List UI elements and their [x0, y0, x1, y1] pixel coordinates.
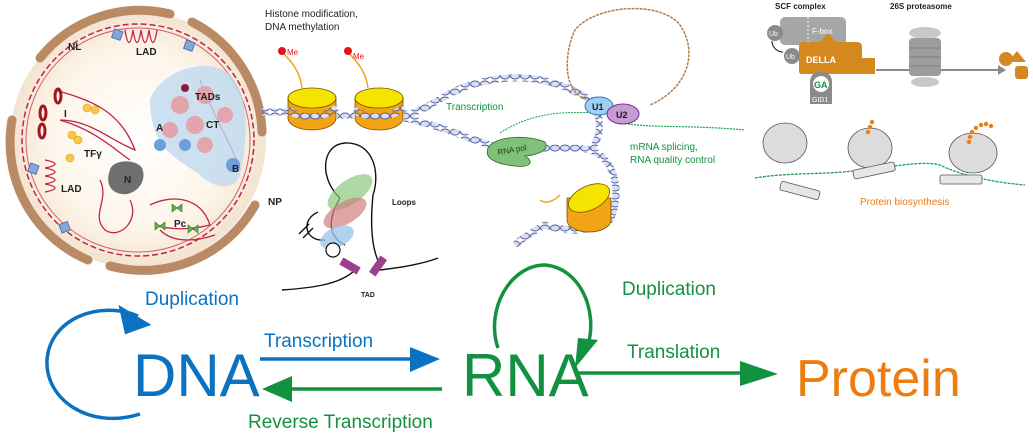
proteasome-title: 26S proteasome [890, 2, 952, 11]
label-pc: Pc [174, 219, 187, 230]
label-tads: TADs [195, 92, 221, 103]
ga-label: GA [814, 80, 828, 90]
degradation-illustration: SCF complex 26S proteasome F-box Ub Ub U… [767, 2, 1028, 104]
nucleosome [285, 87, 339, 131]
splicing-caption-line2: RNA quality control [630, 155, 715, 166]
fbox-label: F-box [812, 27, 832, 36]
reverse-transcription-label: Reverse Transcription [248, 412, 433, 433]
ribosome-translating [939, 121, 998, 185]
della-protein [799, 33, 875, 74]
della-label: DELLA [806, 55, 836, 65]
intron-loop [566, 7, 690, 106]
label-ct: CT [206, 120, 219, 131]
label-np: NP [268, 197, 282, 208]
ribosome-illustration: Protein biosynthesis [754, 119, 1026, 208]
nucleosome [352, 87, 406, 131]
transcription-factors [65, 103, 100, 163]
label-nl: NL [68, 42, 81, 53]
transcription-label: Transcription [264, 331, 373, 352]
svg-text:Ub: Ub [786, 54, 795, 61]
label-n: N [124, 175, 131, 186]
splicing-caption-line1: mRNA splicing, [630, 142, 698, 153]
ribosome-translating [847, 119, 896, 180]
nuclear-pores [27, 28, 196, 234]
label-a: A [156, 123, 163, 134]
nucleus-illustration: NL LAD TADs A CT B I TFγ N LAD Pc NP [5, 5, 282, 275]
splicing-illustration: U1 U2 mRNA splicing, RNA quality control [539, 7, 746, 233]
translation-label: Translation [627, 342, 720, 363]
central-dogma: Duplication DNA Transcription Reverse Tr… [45, 263, 961, 433]
chromosome-territory [150, 65, 246, 187]
protein-biosynthesis-label: Protein biosynthesis [860, 197, 950, 208]
dna-duplication-label: Duplication [145, 289, 239, 310]
protein-label: Protein [796, 350, 961, 408]
u2-snrnp [606, 103, 640, 125]
rna-duplication-label: Duplication [622, 279, 716, 300]
label-i: I [64, 109, 67, 120]
nuclear-lamina [21, 23, 255, 257]
loops-label: Loops [392, 198, 417, 207]
ctcf-blue [320, 225, 354, 249]
proteasome [909, 27, 941, 87]
histone-title-line2: DNA methylation [265, 22, 339, 33]
tad-label: TAD [361, 292, 375, 299]
transcription-label: Transcription [446, 102, 503, 113]
svg-text:Me: Me [287, 48, 299, 57]
methyl-groups: Me Me [278, 47, 369, 89]
scf-title: SCF complex [775, 2, 826, 11]
loop-anchor [325, 242, 341, 258]
ubiquitin [767, 25, 783, 41]
cohesin-green [327, 174, 373, 210]
tad-boundaries [339, 255, 388, 277]
dna-duplication-arrow [45, 308, 141, 420]
ribosome-free [762, 122, 821, 200]
histone-title-line1: Histone modification, [265, 9, 358, 20]
svg-text:U2: U2 [616, 110, 628, 120]
svg-text:Ub: Ub [769, 31, 778, 38]
rna-label: RNA [462, 342, 589, 409]
svg-text:U1: U1 [592, 102, 604, 112]
chromatin-illustration: Histone modification, DNA methylation Me… [262, 9, 620, 299]
label-lad-top: LAD [136, 47, 157, 58]
nucleolus [108, 161, 144, 195]
dna-label: DNA [133, 342, 260, 409]
nucleosome [539, 183, 612, 233]
label-tf: TFγ [84, 149, 102, 160]
insulators [37, 87, 63, 140]
peptide-fragments [999, 51, 1028, 79]
polycomb-proteins [154, 203, 199, 234]
nuclear-envelope [5, 5, 267, 275]
label-b: B [232, 164, 239, 175]
cohesin-red [323, 197, 367, 229]
rna-duplication-arrow [492, 263, 593, 349]
mrna-strand [627, 123, 746, 131]
rna-polymerase: RNA pol [486, 136, 547, 167]
nascent-rna [499, 111, 611, 134]
label-lad-left: LAD [61, 184, 82, 195]
mrna-ribosome-strand [754, 162, 1026, 186]
dna-double-helix [262, 74, 620, 248]
svg-text:Me: Me [353, 52, 365, 61]
gid1-label: GID1 [812, 97, 828, 104]
